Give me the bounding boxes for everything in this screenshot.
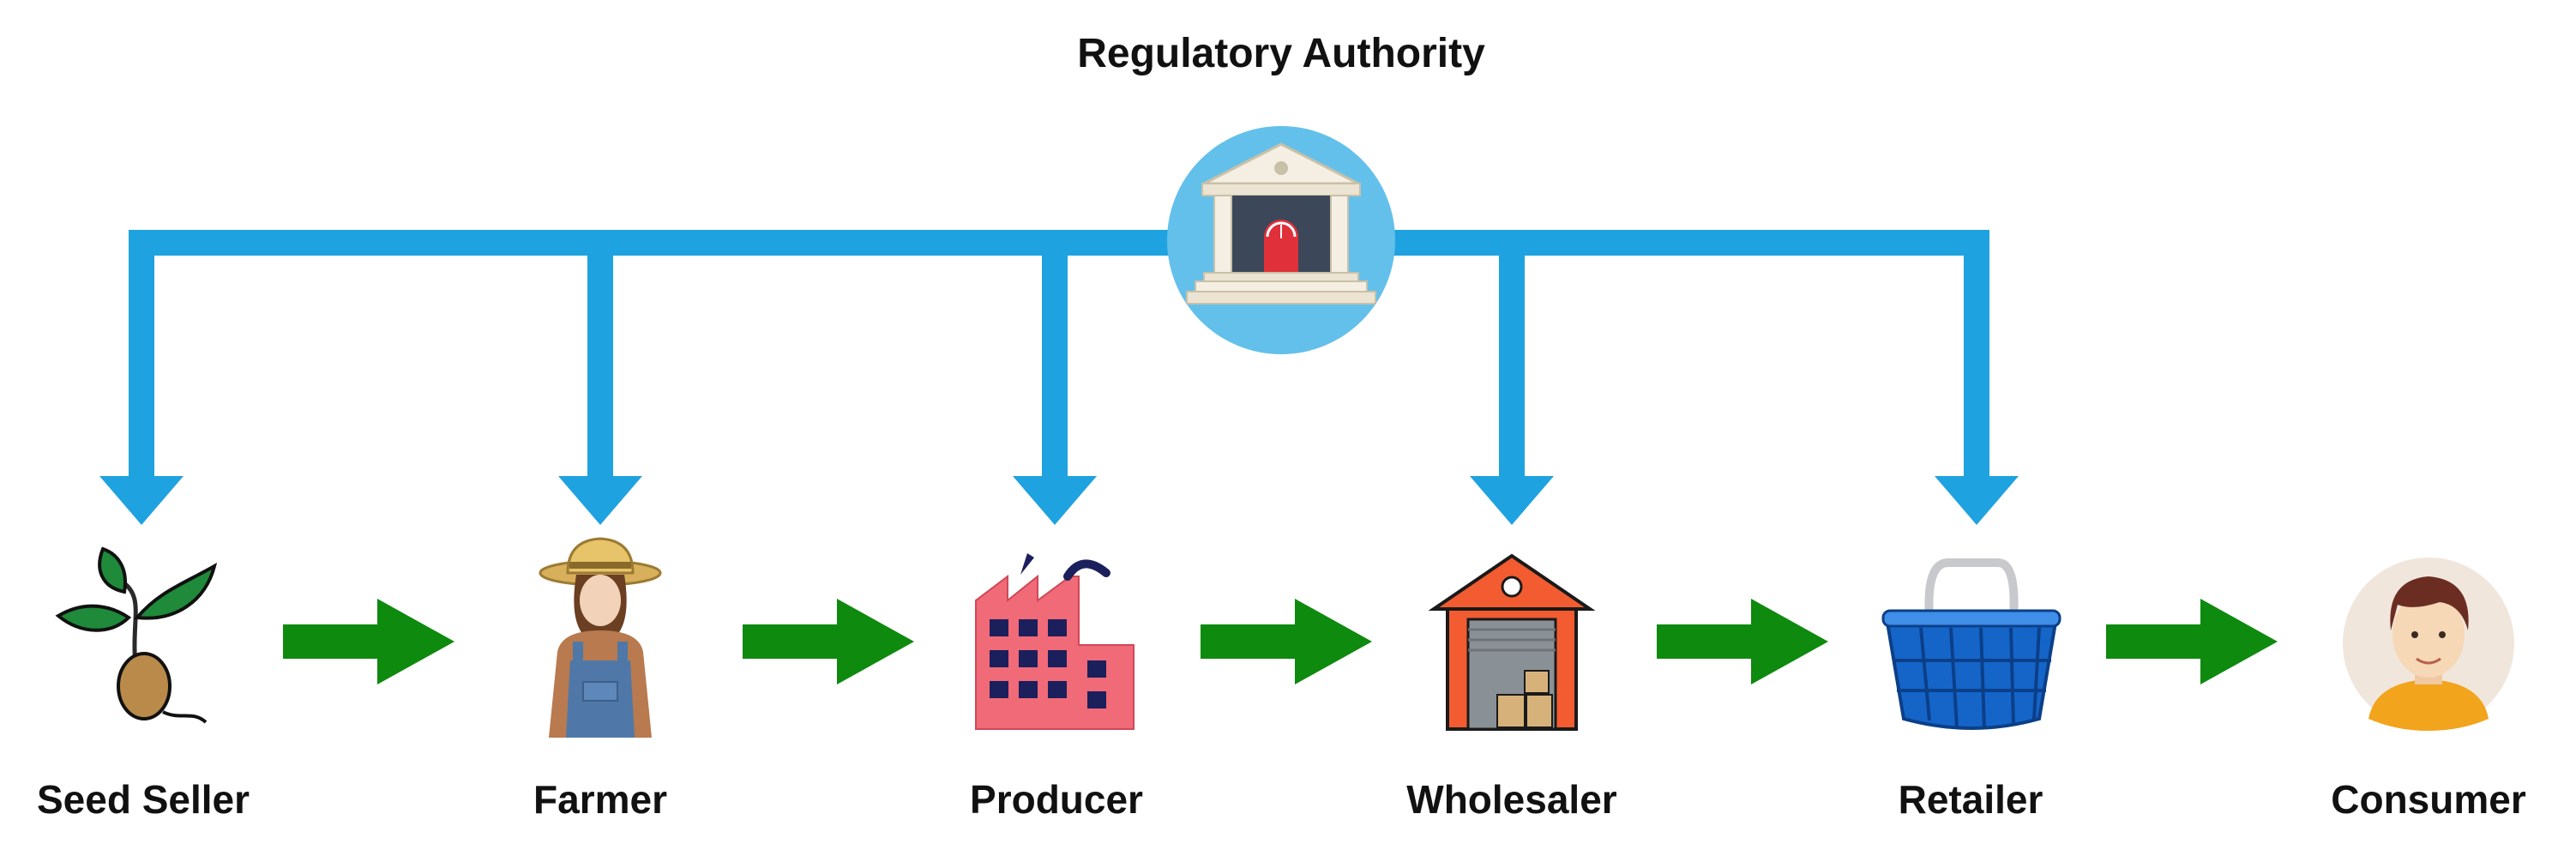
- actor-label-seed-seller: Seed Seller: [37, 777, 250, 822]
- warehouse-icon: [1428, 553, 1596, 731]
- flow-arrows: [283, 599, 2278, 684]
- flow-arrow-1: [283, 599, 454, 684]
- shopping-basket-icon: [1881, 558, 2061, 730]
- regulation-arrow-producer: [1013, 230, 1097, 525]
- consumer-avatar-icon: [2343, 558, 2514, 731]
- regulation-arrow-farmer: [558, 230, 642, 525]
- flow-arrow-5: [2106, 599, 2278, 684]
- regulation-arrow-seed-seller: [99, 230, 184, 525]
- farmer-icon: [539, 537, 662, 738]
- flow-arrow-3: [1201, 599, 1372, 684]
- regulatory-authority-node: [1167, 126, 1395, 354]
- actor-label-farmer: Farmer: [533, 777, 667, 822]
- regulation-arrows: [99, 230, 2019, 525]
- government-building-icon: [1186, 142, 1376, 304]
- regulation-arrow-wholesaler: [1470, 230, 1554, 525]
- flow-arrow-2: [743, 599, 914, 684]
- diagram-title: Regulatory Authority: [1077, 31, 1485, 76]
- actor-labels: Seed Seller Farmer Producer Wholesaler R…: [37, 777, 2526, 822]
- seedling-icon: [55, 546, 218, 724]
- flow-arrow-4: [1657, 599, 1828, 684]
- actor-label-retailer: Retailer: [1899, 777, 2043, 822]
- actor-label-producer: Producer: [970, 777, 1143, 822]
- factory-icon: [975, 553, 1135, 730]
- actor-label-wholesaler: Wholesaler: [1406, 777, 1617, 822]
- regulation-arrow-retailer: [1935, 230, 2019, 525]
- actor-label-consumer: Consumer: [2331, 777, 2526, 822]
